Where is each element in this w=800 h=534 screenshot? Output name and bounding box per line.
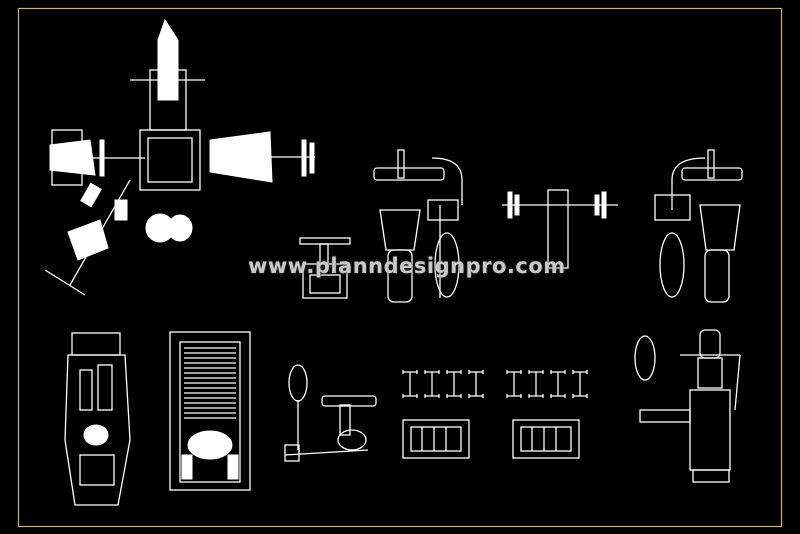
- dumbbell: [468, 370, 484, 398]
- dumbbell: [572, 370, 588, 398]
- watermark-text: www.planndesignpro.com: [248, 254, 566, 278]
- multi-station-gym: [44, 18, 315, 296]
- dumbbell-rack-left: [402, 370, 484, 398]
- rowing-machine-top: [64, 332, 131, 506]
- leg-press-machine-side: [373, 149, 463, 303]
- leg-extension-machine: [654, 149, 743, 303]
- chest-press-machine: [634, 329, 741, 483]
- dumbbell: [528, 370, 544, 398]
- dumbbell-rack-right: [506, 370, 588, 398]
- dumbbell-tray-left: [402, 419, 470, 459]
- barbell-bench: [502, 189, 618, 269]
- sheet-border: [17, 7, 783, 528]
- dumbbell: [424, 370, 440, 398]
- small-bench-frame: [299, 237, 351, 299]
- dumbbell: [446, 370, 462, 398]
- dumbbell: [402, 370, 418, 398]
- leg-curl-bench: [284, 364, 377, 462]
- dumbbell: [506, 370, 522, 398]
- dumbbell: [550, 370, 566, 398]
- dumbbell-tray-right: [512, 419, 580, 459]
- treadmill-top: [169, 331, 251, 491]
